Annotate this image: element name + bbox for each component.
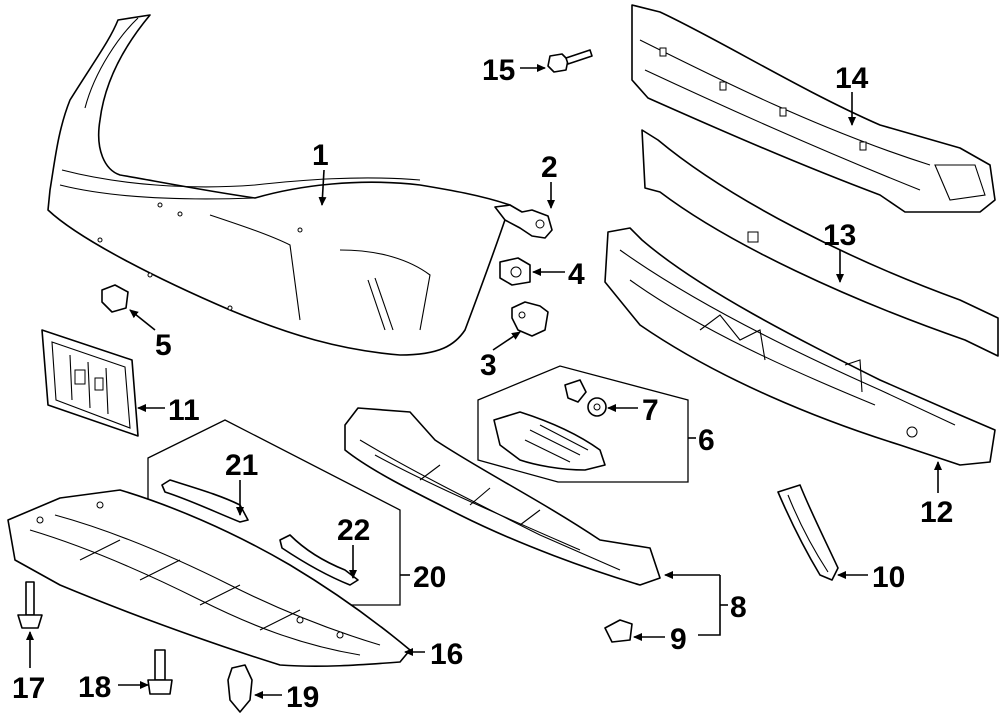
bolt-part bbox=[547, 49, 593, 73]
screw-part bbox=[564, 379, 607, 417]
lower-support-part bbox=[344, 407, 661, 586]
leader-lines bbox=[26, 64, 942, 699]
callout-17: 17 bbox=[12, 672, 45, 705]
bumper-cover-part bbox=[47, 14, 511, 356]
callout-18: 18 bbox=[78, 671, 111, 704]
clip-part bbox=[494, 204, 553, 239]
callout-12: 12 bbox=[920, 496, 953, 529]
callout-20: 20 bbox=[413, 561, 446, 594]
callout-10: 10 bbox=[872, 561, 905, 594]
small-clip-part bbox=[604, 619, 633, 643]
deflector-22-part bbox=[279, 534, 359, 586]
callout-11: 11 bbox=[168, 394, 200, 427]
side-bracket-part bbox=[493, 411, 606, 471]
screw-17-part bbox=[17, 581, 43, 629]
callout-21: 21 bbox=[225, 449, 258, 482]
callout-22: 22 bbox=[337, 514, 370, 547]
callout-14: 14 bbox=[835, 62, 869, 95]
callout-16: 16 bbox=[430, 638, 463, 671]
clip-19-part bbox=[227, 664, 253, 713]
reinforcement-beam-part bbox=[631, 4, 996, 213]
deflector-21-part bbox=[161, 479, 249, 523]
callout-9: 9 bbox=[670, 623, 687, 656]
under-cover-part bbox=[7, 489, 411, 668]
callout-labels: 1 2 3 4 5 6 7 8 9 10 11 12 13 14 15 16 1… bbox=[12, 54, 953, 713]
callout-7: 7 bbox=[642, 394, 659, 427]
energy-absorber-part bbox=[641, 129, 999, 357]
callout-4: 4 bbox=[568, 258, 585, 291]
absorber-bracket-part bbox=[604, 227, 996, 466]
callout-19: 19 bbox=[286, 681, 319, 713]
callout-2: 2 bbox=[541, 151, 558, 184]
callout-5: 5 bbox=[155, 329, 172, 362]
nut-part bbox=[499, 257, 531, 286]
side-trim-part bbox=[777, 484, 839, 581]
callout-15: 15 bbox=[482, 54, 515, 87]
bracket-part bbox=[511, 301, 549, 337]
retainer-clip-part bbox=[101, 284, 129, 313]
callout-1: 1 bbox=[312, 139, 329, 172]
callout-13: 13 bbox=[823, 219, 856, 252]
bolt-18-part bbox=[147, 649, 173, 695]
callout-8: 8 bbox=[730, 591, 747, 624]
group-box-6 bbox=[477, 365, 689, 483]
callout-3: 3 bbox=[480, 349, 497, 382]
callout-6: 6 bbox=[698, 424, 715, 457]
license-bracket-part bbox=[41, 329, 139, 437]
